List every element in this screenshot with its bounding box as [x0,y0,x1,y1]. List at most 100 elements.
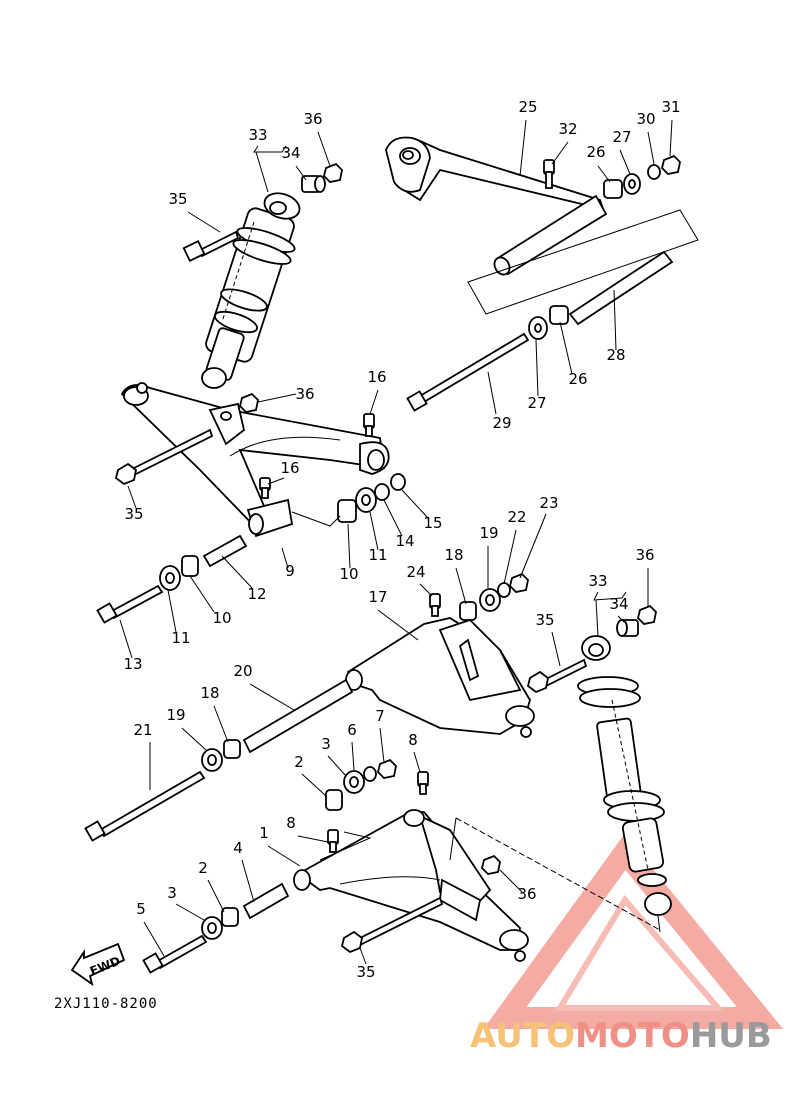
rear-shock-absorber-upper-left [201,192,301,389]
bushings-18-19-22-23-upper [459,572,529,621]
nut-36-middle [239,392,259,413]
collar-34-upper [301,175,326,193]
callout-c27b: 27 [527,394,546,412]
callout-c22: 22 [507,508,526,526]
callout-c35d: 35 [356,963,375,981]
upper-arm-9 [120,382,390,538]
callout-c16b: 16 [280,459,299,477]
reference-code: 2XJ110-8200 [54,996,158,1012]
callout-c18a: 18 [444,546,463,564]
shaft-4 [242,882,290,920]
bolt-5 [142,934,208,974]
callout-c26b: 26 [568,370,587,388]
callout-c19b: 19 [166,706,185,724]
callout-c35b: 35 [124,505,143,523]
callout-c5: 5 [136,900,146,918]
shaft-28 [568,250,674,326]
callout-c19a: 19 [479,524,498,542]
bolt-35-middle [114,428,214,486]
callout-c8a: 8 [408,731,418,749]
watermark-logo: AUTOMOTOHUB [470,1016,772,1056]
callout-c32: 32 [558,120,577,138]
grease-nipple-32 [543,159,555,189]
callout-c11a: 11 [368,546,387,564]
callout-c34a: 34 [281,144,300,162]
nut-36-upper [323,162,343,183]
callout-c29: 29 [492,414,511,432]
watermark-part-moto: MOTO [574,1016,690,1056]
callout-c20: 20 [233,662,252,680]
callout-c28: 28 [606,346,625,364]
watermark-part-auto: AUTO [470,1016,575,1056]
bushings-2-3-lower [201,907,239,940]
watermark-part-hub: HUB [689,1016,772,1056]
grease-nipple-16b [259,477,271,499]
bushings-26-27-30-31-upper [603,154,681,199]
nut-36-lower [481,854,501,875]
grease-nipple-24 [429,593,441,617]
callout-c36c: 36 [635,546,654,564]
callout-c14: 14 [395,532,414,550]
callout-c12: 12 [247,585,266,603]
lower-arm-1 [293,809,529,962]
bolt-35-upper [182,230,240,263]
callout-c36b: 36 [295,385,314,403]
callout-c25: 25 [518,98,537,116]
watermark-triangle [483,833,784,1029]
bushings-2-3-6-7-upper [325,758,397,811]
upper-arm-25 [385,136,699,315]
callout-c34b: 34 [609,595,628,613]
bushings-18-19-lower [201,739,241,772]
callout-c4: 4 [233,839,243,857]
callout-c17: 17 [368,588,387,606]
callout-c35a: 35 [168,190,187,208]
bushings-10-11-14-15-upper [337,473,406,523]
callout-c6: 6 [347,721,357,739]
fwd-arrow-icon: FWD [70,942,126,987]
callout-c35c: 35 [535,611,554,629]
grease-nipple-8a [417,771,429,795]
callout-c2b: 2 [198,859,208,877]
shaft-12 [202,534,248,568]
callout-c30: 30 [636,110,655,128]
callout-c36d: 36 [517,885,536,903]
callout-c31: 31 [661,98,680,116]
lower-arm-17 [345,617,535,738]
callout-c10a: 10 [339,565,358,583]
callout-c3b: 3 [167,884,177,902]
callout-c33a: 33 [248,126,267,144]
callout-c21: 21 [133,721,152,739]
bushings-26-27-lower [528,305,569,340]
leader-lines [119,119,673,965]
callout-c9: 9 [285,562,295,580]
callout-c8b: 8 [286,814,296,832]
bolt-35-right [526,658,588,694]
bolt-29 [406,332,530,412]
callout-c23: 23 [539,494,558,512]
callout-c15: 15 [423,514,442,532]
bushings-10-11-lower [159,555,199,591]
grease-nipple-8b [327,829,339,853]
callout-c33b: 33 [588,572,607,590]
bolt-21 [84,770,206,842]
front-shock-absorber-right [577,635,672,916]
callout-c10b: 10 [212,609,231,627]
bolt-13 [96,584,164,624]
callout-c2a: 2 [294,753,304,771]
shaft-20 [242,678,354,754]
callout-c13: 13 [123,655,142,673]
grease-nipple-16a [363,413,375,437]
callout-c27a: 27 [612,128,631,146]
nut-36-right [637,604,657,625]
callout-c18b: 18 [200,684,219,702]
bolt-35-lower [340,896,444,954]
collar-34-lower [616,619,639,637]
callout-c7: 7 [375,707,385,725]
callout-c26a: 26 [586,143,605,161]
callout-c3a: 3 [321,735,331,753]
callout-c36a: 36 [303,110,322,128]
callout-c1: 1 [259,824,269,842]
callout-c11b: 11 [171,629,190,647]
